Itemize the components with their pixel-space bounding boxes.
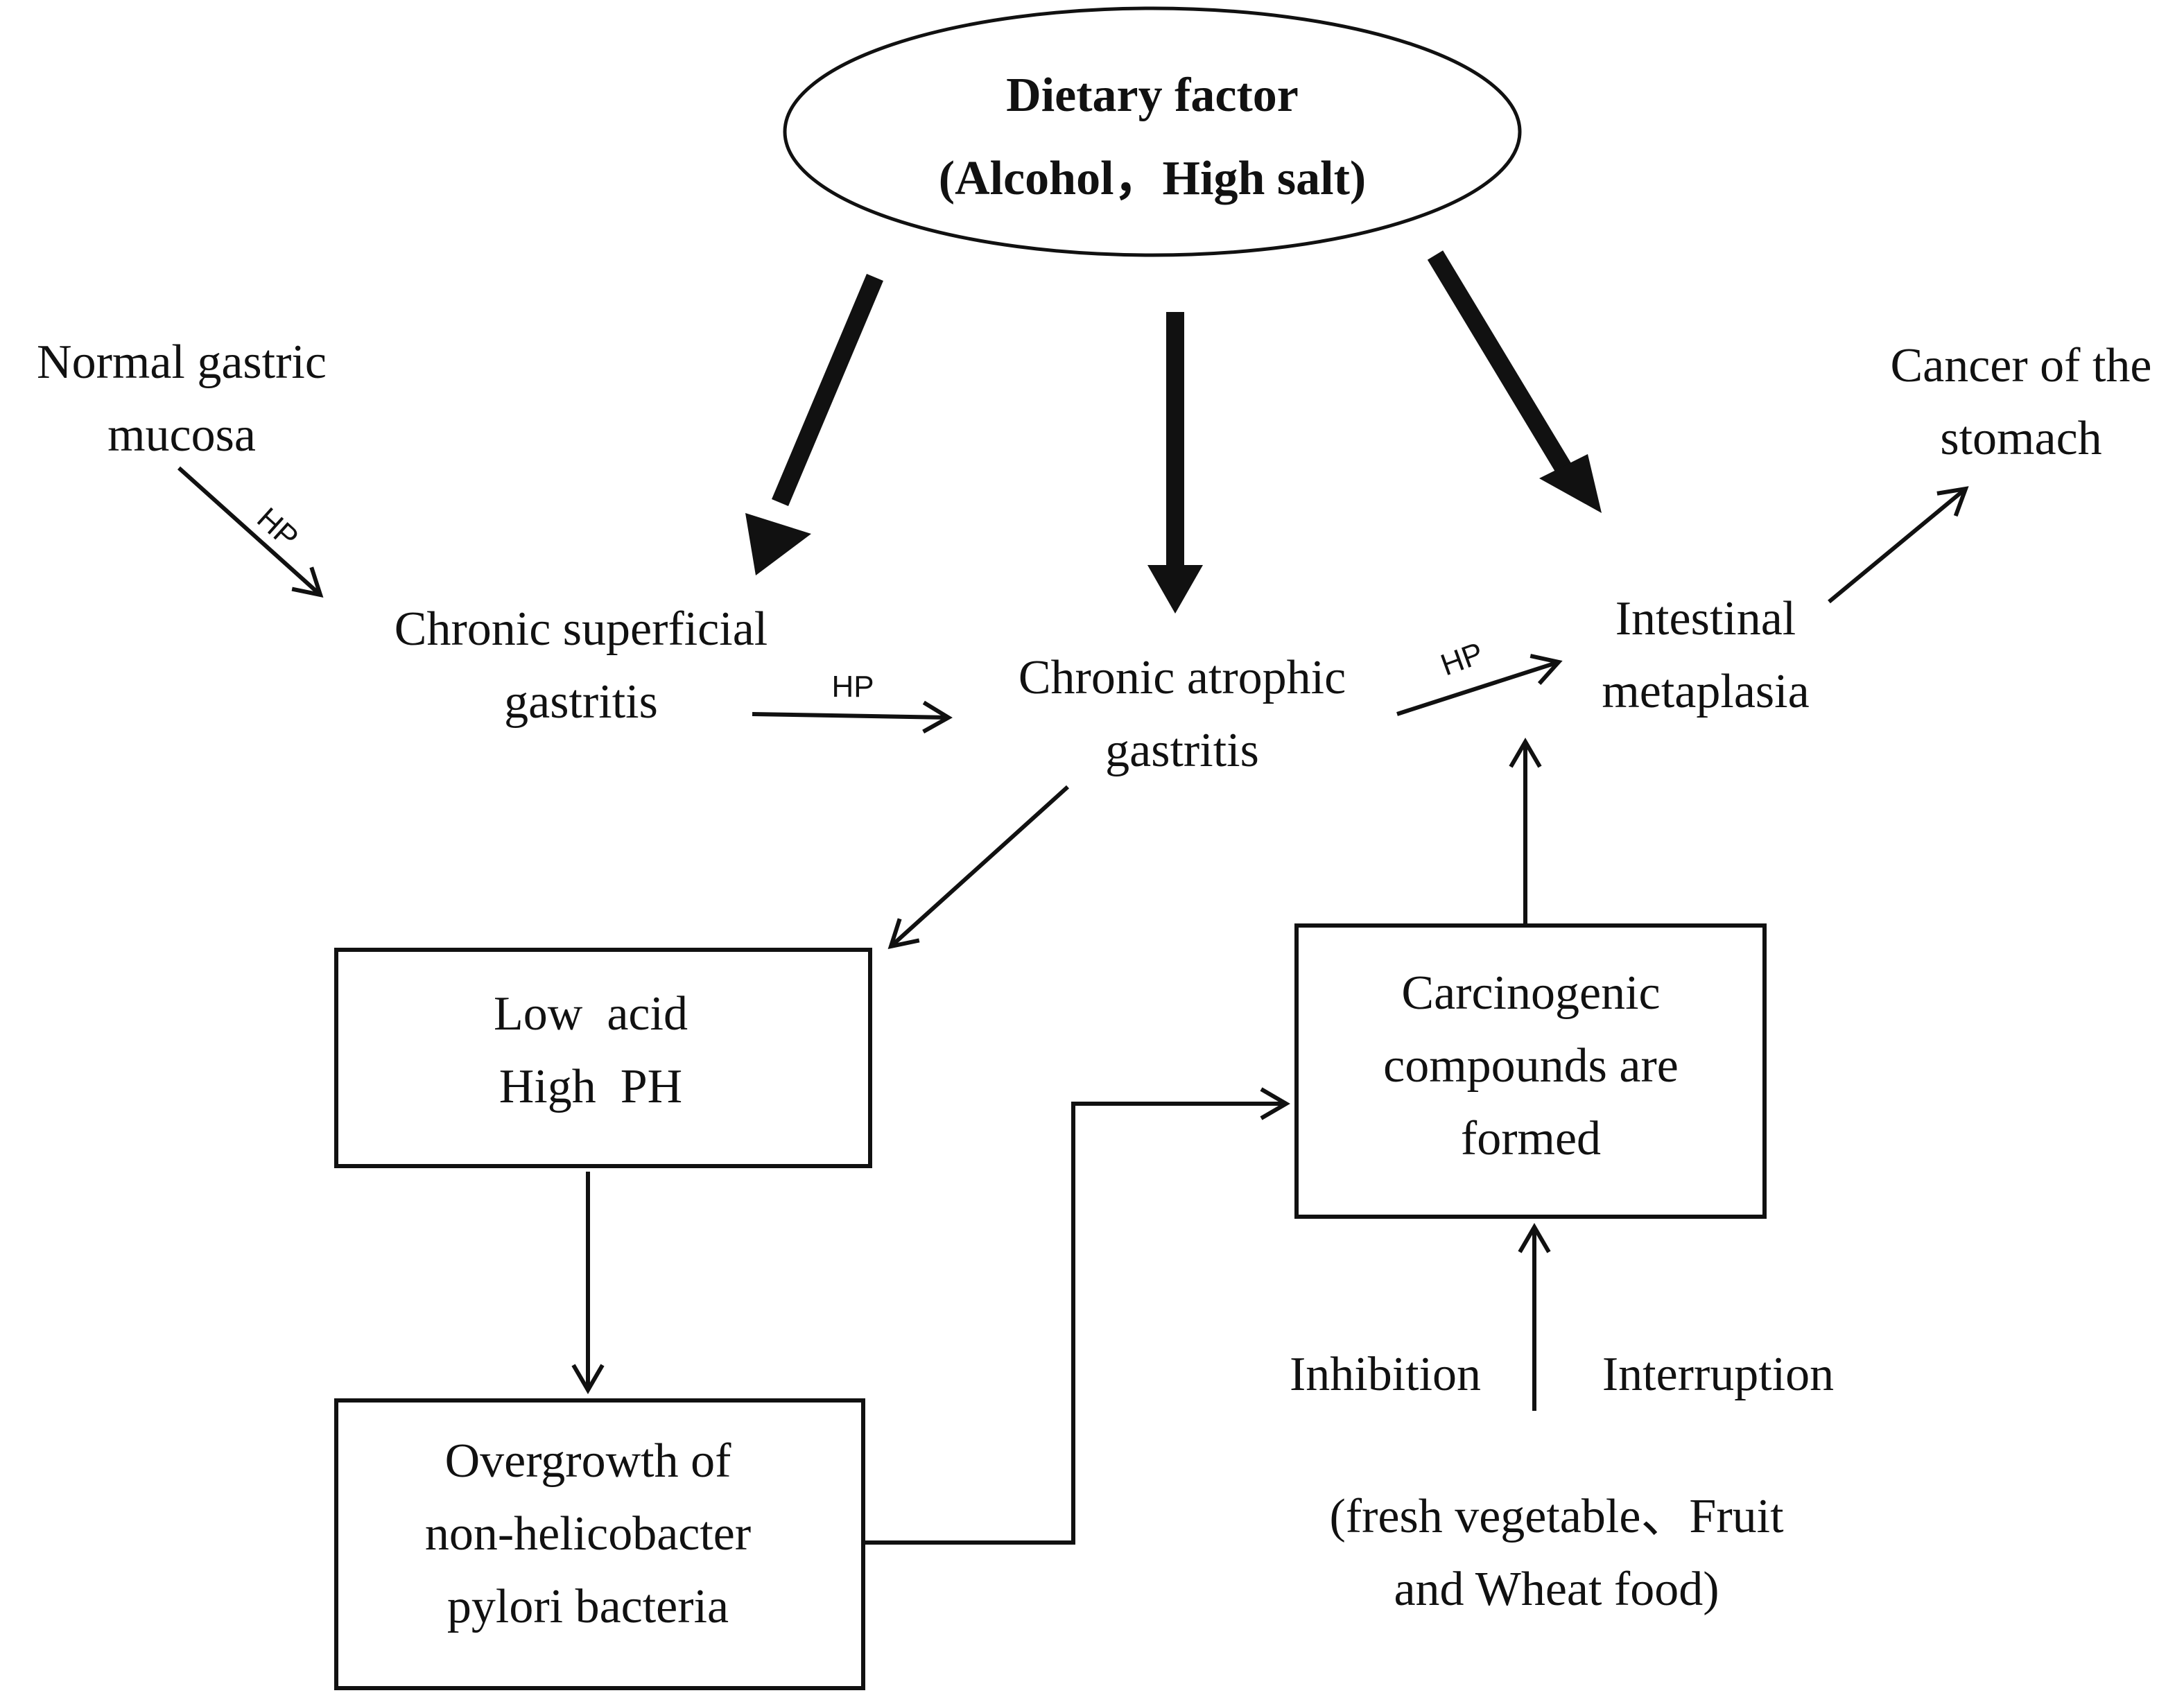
protective-foods-node: (fresh vegetable、Fruit and Wheat food) <box>1329 1490 1784 1616</box>
low-acid-line2: High PH <box>499 1060 682 1113</box>
hp-label-normal: HP <box>250 501 304 555</box>
overgrowth-line3: pylori bacteria <box>447 1580 729 1633</box>
arrow-normal-to-superficial <box>177 466 324 598</box>
stomach-cancer-line1: Cancer of the <box>1890 339 2151 392</box>
overgrowth-line2: non-helicobacter <box>425 1507 751 1561</box>
arrow-overgrowth-to-carcinogenic <box>863 1087 1290 1545</box>
dietary-factor-node: Dietary factor (Alcohol，High salt) <box>783 6 1522 257</box>
foods-line1: (fresh vegetable、Fruit <box>1329 1490 1784 1543</box>
intestinal-metaplasia-node: Intestinal metaplasia <box>1602 592 1809 718</box>
arrow-metaplasia-to-cancer <box>1828 486 1969 604</box>
superficial-gastritis-line1: Chronic superficial <box>395 602 768 656</box>
intestinal-metaplasia-line1: Intestinal <box>1615 592 1796 645</box>
dietary-factor-examples: (Alcohol，High salt) <box>939 152 1366 205</box>
stomach-cancer-line2: stomach <box>1940 412 2101 465</box>
normal-mucosa-node: Normal gastric mucosa <box>37 336 327 462</box>
stomach-cancer-node: Cancer of the stomach <box>1890 339 2151 465</box>
atrophic-gastritis-node: Chronic atrophic gastritis <box>1019 651 1346 777</box>
carcinogenic-line2: compounds are <box>1383 1039 1679 1093</box>
overgrowth-box: Overgrowth of non-helicobacter pylori ba… <box>334 1398 865 1690</box>
intestinal-metaplasia-line2: metaplasia <box>1602 665 1809 718</box>
dietary-arrow-to-superficial <box>745 273 883 575</box>
interruption-label: Interruption <box>1602 1348 1834 1401</box>
dietary-arrow-to-atrophic <box>1147 312 1203 614</box>
carcinogenic-line3: formed <box>1461 1112 1601 1165</box>
arrow-atrophic-to-low-acid <box>887 785 1070 949</box>
superficial-gastritis-node: Chronic superficial gastritis <box>395 602 768 729</box>
arrow-superficial-to-atrophic <box>752 700 953 733</box>
normal-mucosa-line1: Normal gastric <box>37 336 327 389</box>
carcinogenic-line1: Carcinogenic <box>1401 966 1660 1020</box>
superficial-gastritis-line2: gastritis <box>504 675 658 729</box>
overgrowth-line1: Overgrowth of <box>445 1434 731 1488</box>
carcinogenic-box: Carcinogenic compounds are formed <box>1294 923 1767 1219</box>
low-acid-box: Low acid High PH <box>334 948 872 1168</box>
atrophic-gastritis-line2: gastritis <box>1105 724 1259 777</box>
dietary-factor-ellipse <box>783 6 1522 257</box>
inhibition-label: Inhibition <box>1290 1348 1481 1401</box>
dietary-arrow-to-metaplasia <box>1427 250 1602 513</box>
low-acid-line1: Low acid <box>494 987 688 1041</box>
dietary-factor-title: Dietary factor <box>1006 69 1299 122</box>
hp-label-atrophic: HP <box>1437 636 1488 682</box>
foods-line2: and Wheat food) <box>1394 1563 1719 1616</box>
hp-label-superficial: HP <box>831 670 874 704</box>
normal-mucosa-line2: mucosa <box>107 408 256 462</box>
arrow-atrophic-to-metaplasia <box>1396 654 1563 716</box>
atrophic-gastritis-line1: Chronic atrophic <box>1019 651 1346 704</box>
